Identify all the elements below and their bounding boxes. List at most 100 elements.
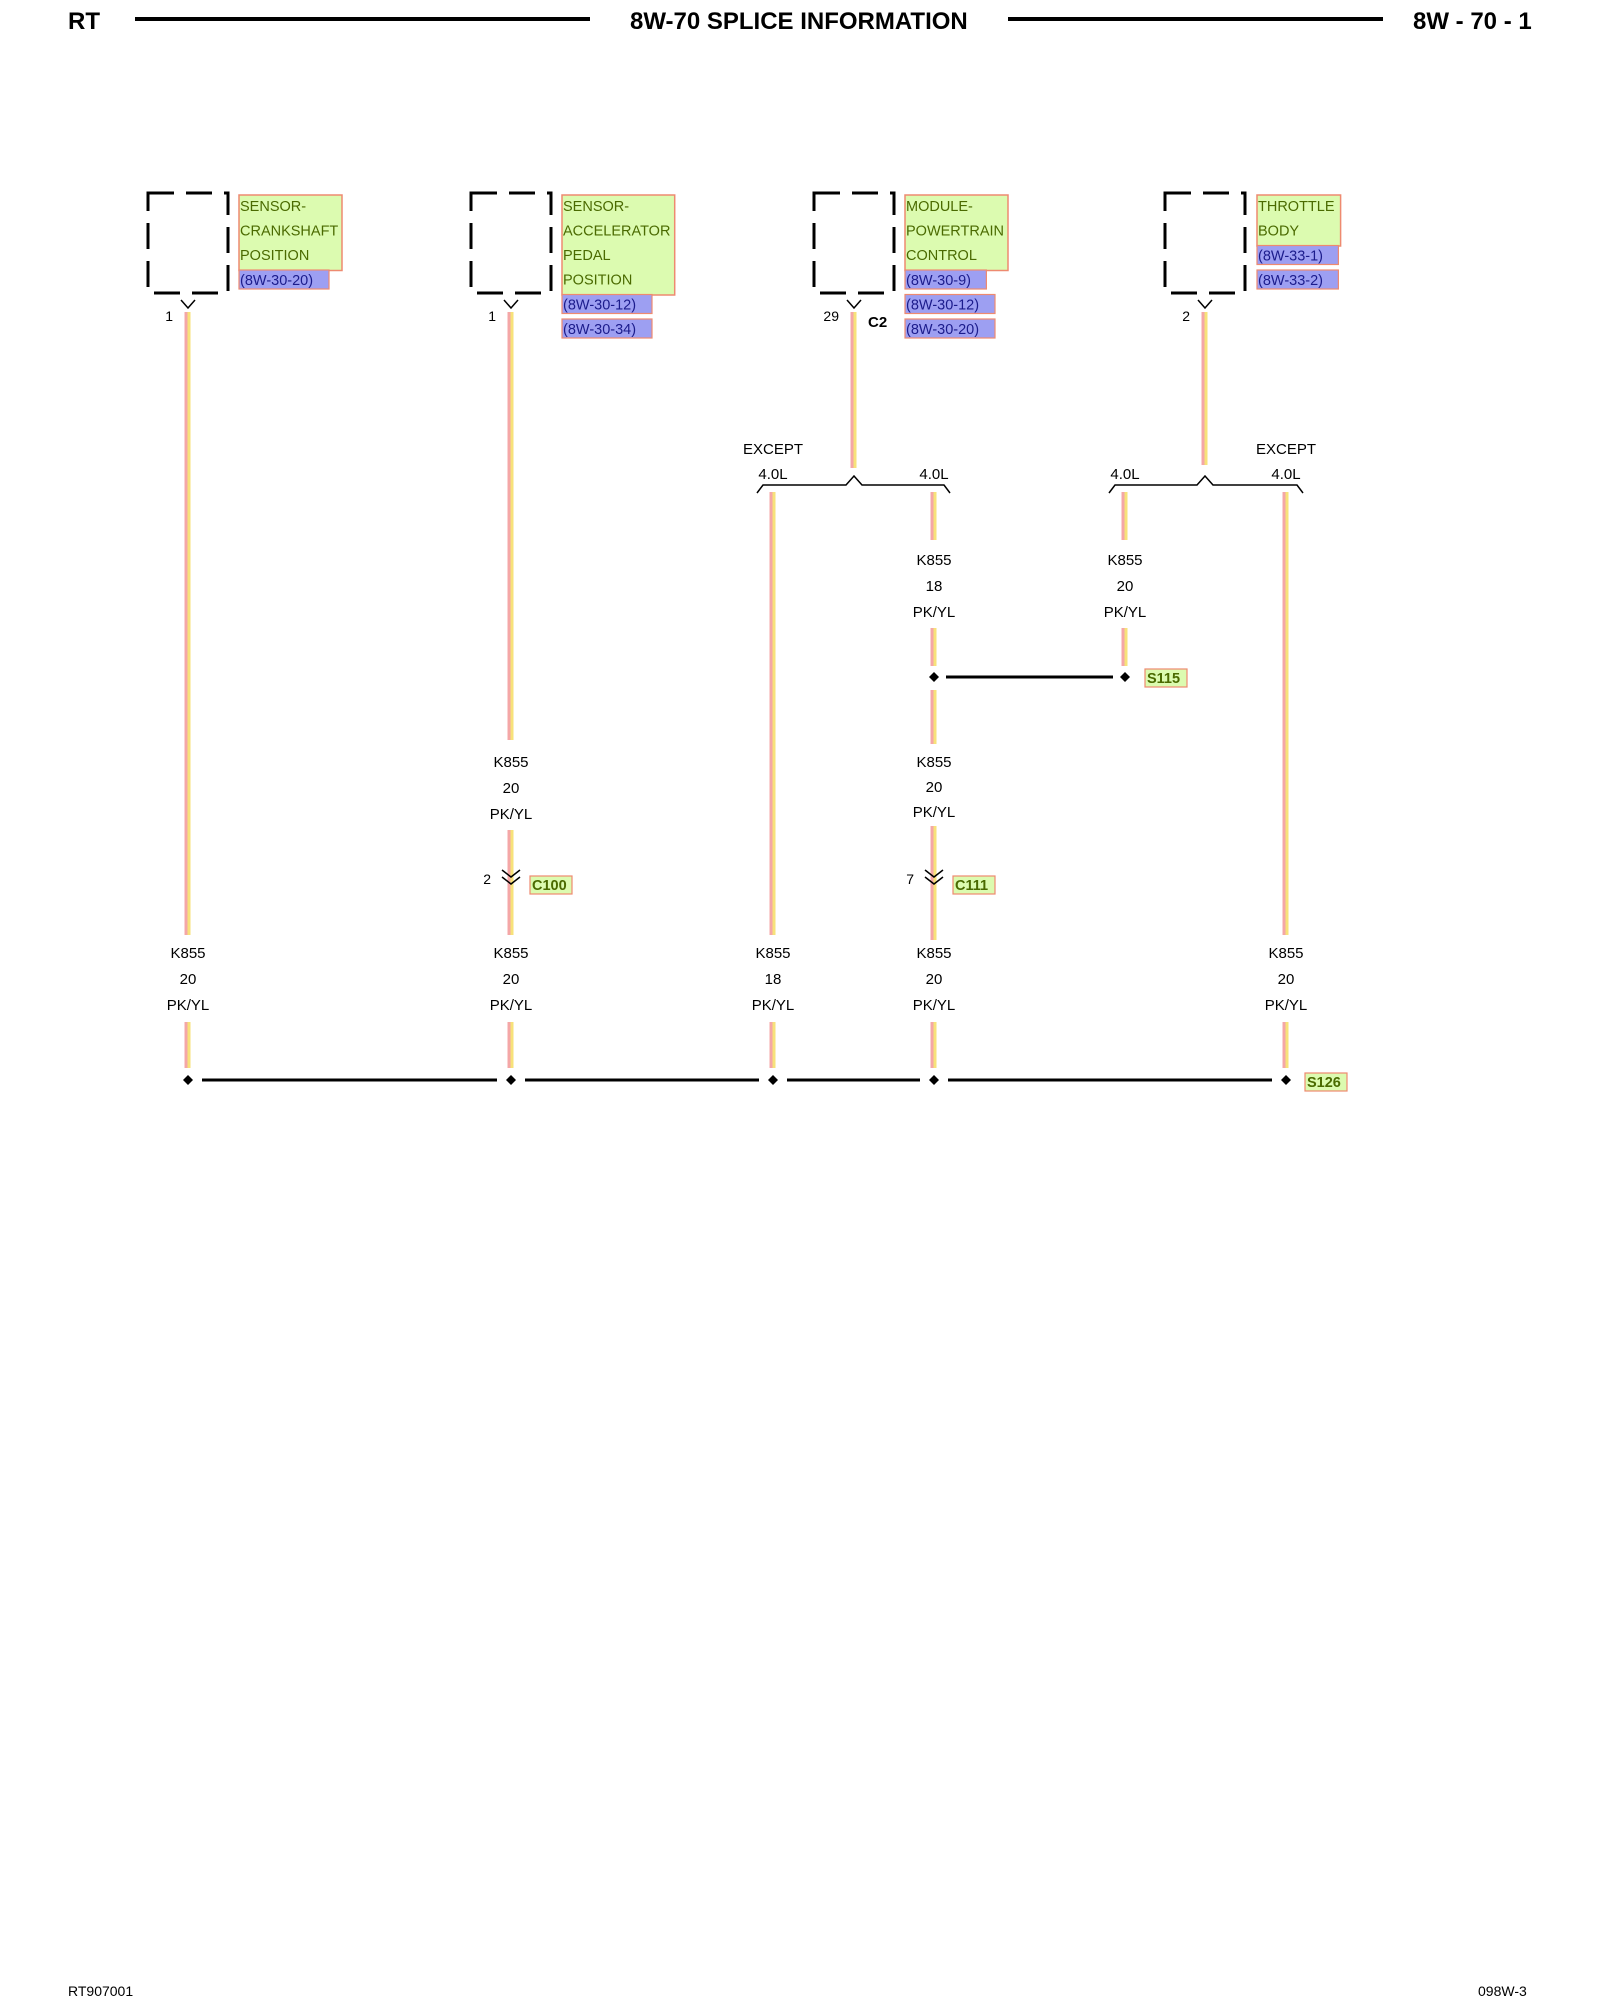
- reference-text: (8W-33-1): [1258, 249, 1323, 265]
- label-line: POWERTRAIN: [906, 224, 1004, 240]
- component-name-app: SENSOR- ACCELERATOR PEDAL POSITION: [561, 194, 676, 296]
- reference-links-pcm: (8W-30-20): [904, 318, 996, 339]
- wire-label-bg: [471, 940, 551, 1018]
- branch-label-engine: 4.0L: [919, 466, 948, 483]
- pin-marker-pcm: [846, 299, 862, 310]
- splice-dot-s115: [1120, 672, 1130, 682]
- component-outline-app: [469, 191, 553, 295]
- wire-label-line: K855: [916, 754, 951, 771]
- wire-app-post-connector: [507, 890, 514, 935]
- reference-links-app: (8W-30-12): [561, 293, 653, 315]
- wire-label-line: K855: [170, 945, 205, 962]
- component-outline-crankshaft: [146, 191, 230, 295]
- wire-pcm-feed: [850, 312, 857, 468]
- wire-label-line: 20: [503, 780, 520, 797]
- pin-number-app: 1: [488, 308, 496, 324]
- wire-label-line: K855: [916, 552, 951, 569]
- inline-connector-tag-c111: C111: [952, 875, 996, 895]
- splice-tag-text: S115: [1147, 671, 1180, 687]
- pin-marker-crankshaft: [180, 299, 196, 310]
- wire-pcm-40-splice-bottom: [930, 690, 937, 744]
- component-name-pcm: MODULE- POWERTRAIN CONTROL: [904, 194, 1009, 272]
- wire-label-bg: [894, 940, 974, 1018]
- wire-label-line: 18: [765, 971, 782, 988]
- labels: SENSOR-CRANKSHAFTPOSITION(8W-30-20)1SENS…: [165, 194, 1348, 1092]
- wire-to-s126: [930, 1022, 937, 1068]
- reference-links-app: (8W-30-34): [561, 318, 653, 339]
- wire-label-bg: [1246, 940, 1326, 1018]
- inline-connector-icon-c111: [924, 869, 944, 885]
- inline-connector-pin: 7: [906, 871, 914, 887]
- splice-tag-text: C111: [955, 878, 988, 894]
- splice-tag-text: S126: [1307, 1075, 1341, 1091]
- wire-label-line: 20: [503, 971, 520, 988]
- splice-dot-s126: [929, 1075, 939, 1085]
- wire-label-bg: [471, 748, 551, 826]
- label-line: ACCELERATOR: [563, 224, 670, 240]
- reference-links-pcm: (8W-30-12): [904, 293, 996, 315]
- branch-label-except: EXCEPT: [1256, 441, 1316, 458]
- wire-label-line: PK/YL: [752, 997, 795, 1014]
- reference-text: (8W-30-9): [906, 273, 971, 289]
- wire-pcm-40-splice-top: [930, 628, 937, 666]
- page-title: 8W-70 SPLICE INFORMATION: [630, 8, 968, 35]
- page-code: 098W-3: [1478, 1983, 1527, 1999]
- pin-marker-app: [503, 299, 519, 310]
- label-line: CONTROL: [906, 248, 977, 264]
- wire-label-line: PK/YL: [913, 997, 956, 1014]
- header-rule-right: [1008, 17, 1383, 21]
- wire-label-bg: [894, 748, 974, 826]
- reference-links-throttle: (8W-33-1): [1256, 244, 1340, 266]
- branch-label-engine: 4.0L: [1271, 466, 1300, 483]
- wire-throttle-feed: [1201, 312, 1208, 465]
- reference-text: (8W-30-12): [563, 298, 636, 314]
- wire-label-line: K855: [916, 945, 951, 962]
- label-line: SENSOR-: [563, 199, 629, 215]
- wire-label-line: 20: [926, 779, 943, 796]
- reference-text: (8W-30-20): [240, 273, 313, 289]
- page-section-code: RT: [68, 8, 100, 35]
- splice-dot-s126: [183, 1075, 193, 1085]
- reference-links-pcm: (8W-30-9): [904, 269, 988, 290]
- branch-caret-pcm: [756, 474, 951, 494]
- wire-label-line: K855: [493, 754, 528, 771]
- label-line: SENSOR-: [240, 199, 306, 215]
- wire-label-line: PK/YL: [167, 997, 210, 1014]
- wire-app-upper: [507, 312, 514, 740]
- figure-id: RT907001: [68, 1983, 134, 1999]
- page-number: 8W - 70 - 1: [1413, 8, 1532, 35]
- branch-caret-throttle: [1108, 474, 1304, 494]
- wire-throttle-40-upper: [1121, 492, 1128, 540]
- wire-label-line: 20: [1278, 971, 1295, 988]
- splice-tag-s126: S126: [1304, 1072, 1348, 1092]
- branch-label-engine: 4.0L: [1110, 466, 1139, 483]
- wire-label-bg: [733, 940, 813, 1018]
- label-line: POSITION: [240, 248, 309, 264]
- branch-label-except: EXCEPT: [743, 441, 803, 458]
- reference-text: (8W-30-34): [563, 322, 636, 338]
- wire-label-line: 20: [1117, 578, 1134, 595]
- component-outline-pcm: [812, 191, 896, 295]
- wire-pcm-40-upper: [930, 492, 937, 540]
- label-line: MODULE-: [906, 199, 973, 215]
- reference-text: (8W-33-2): [1258, 273, 1323, 289]
- wire-label-line: PK/YL: [490, 997, 533, 1014]
- bus-lines: [180, 299, 1304, 1085]
- pin-number-throttle: 2: [1182, 308, 1190, 324]
- wire-label-bg: [148, 940, 228, 1018]
- header-rule-left: [135, 17, 590, 21]
- component-outline-throttle: [1163, 191, 1247, 295]
- label-line: PEDAL: [563, 248, 611, 264]
- wire-label-line: K855: [755, 945, 790, 962]
- splice-dot-s126: [768, 1075, 778, 1085]
- branch-label-engine: 4.0L: [758, 466, 787, 483]
- wire-label-line: PK/YL: [490, 806, 533, 823]
- label-line: POSITION: [563, 273, 632, 289]
